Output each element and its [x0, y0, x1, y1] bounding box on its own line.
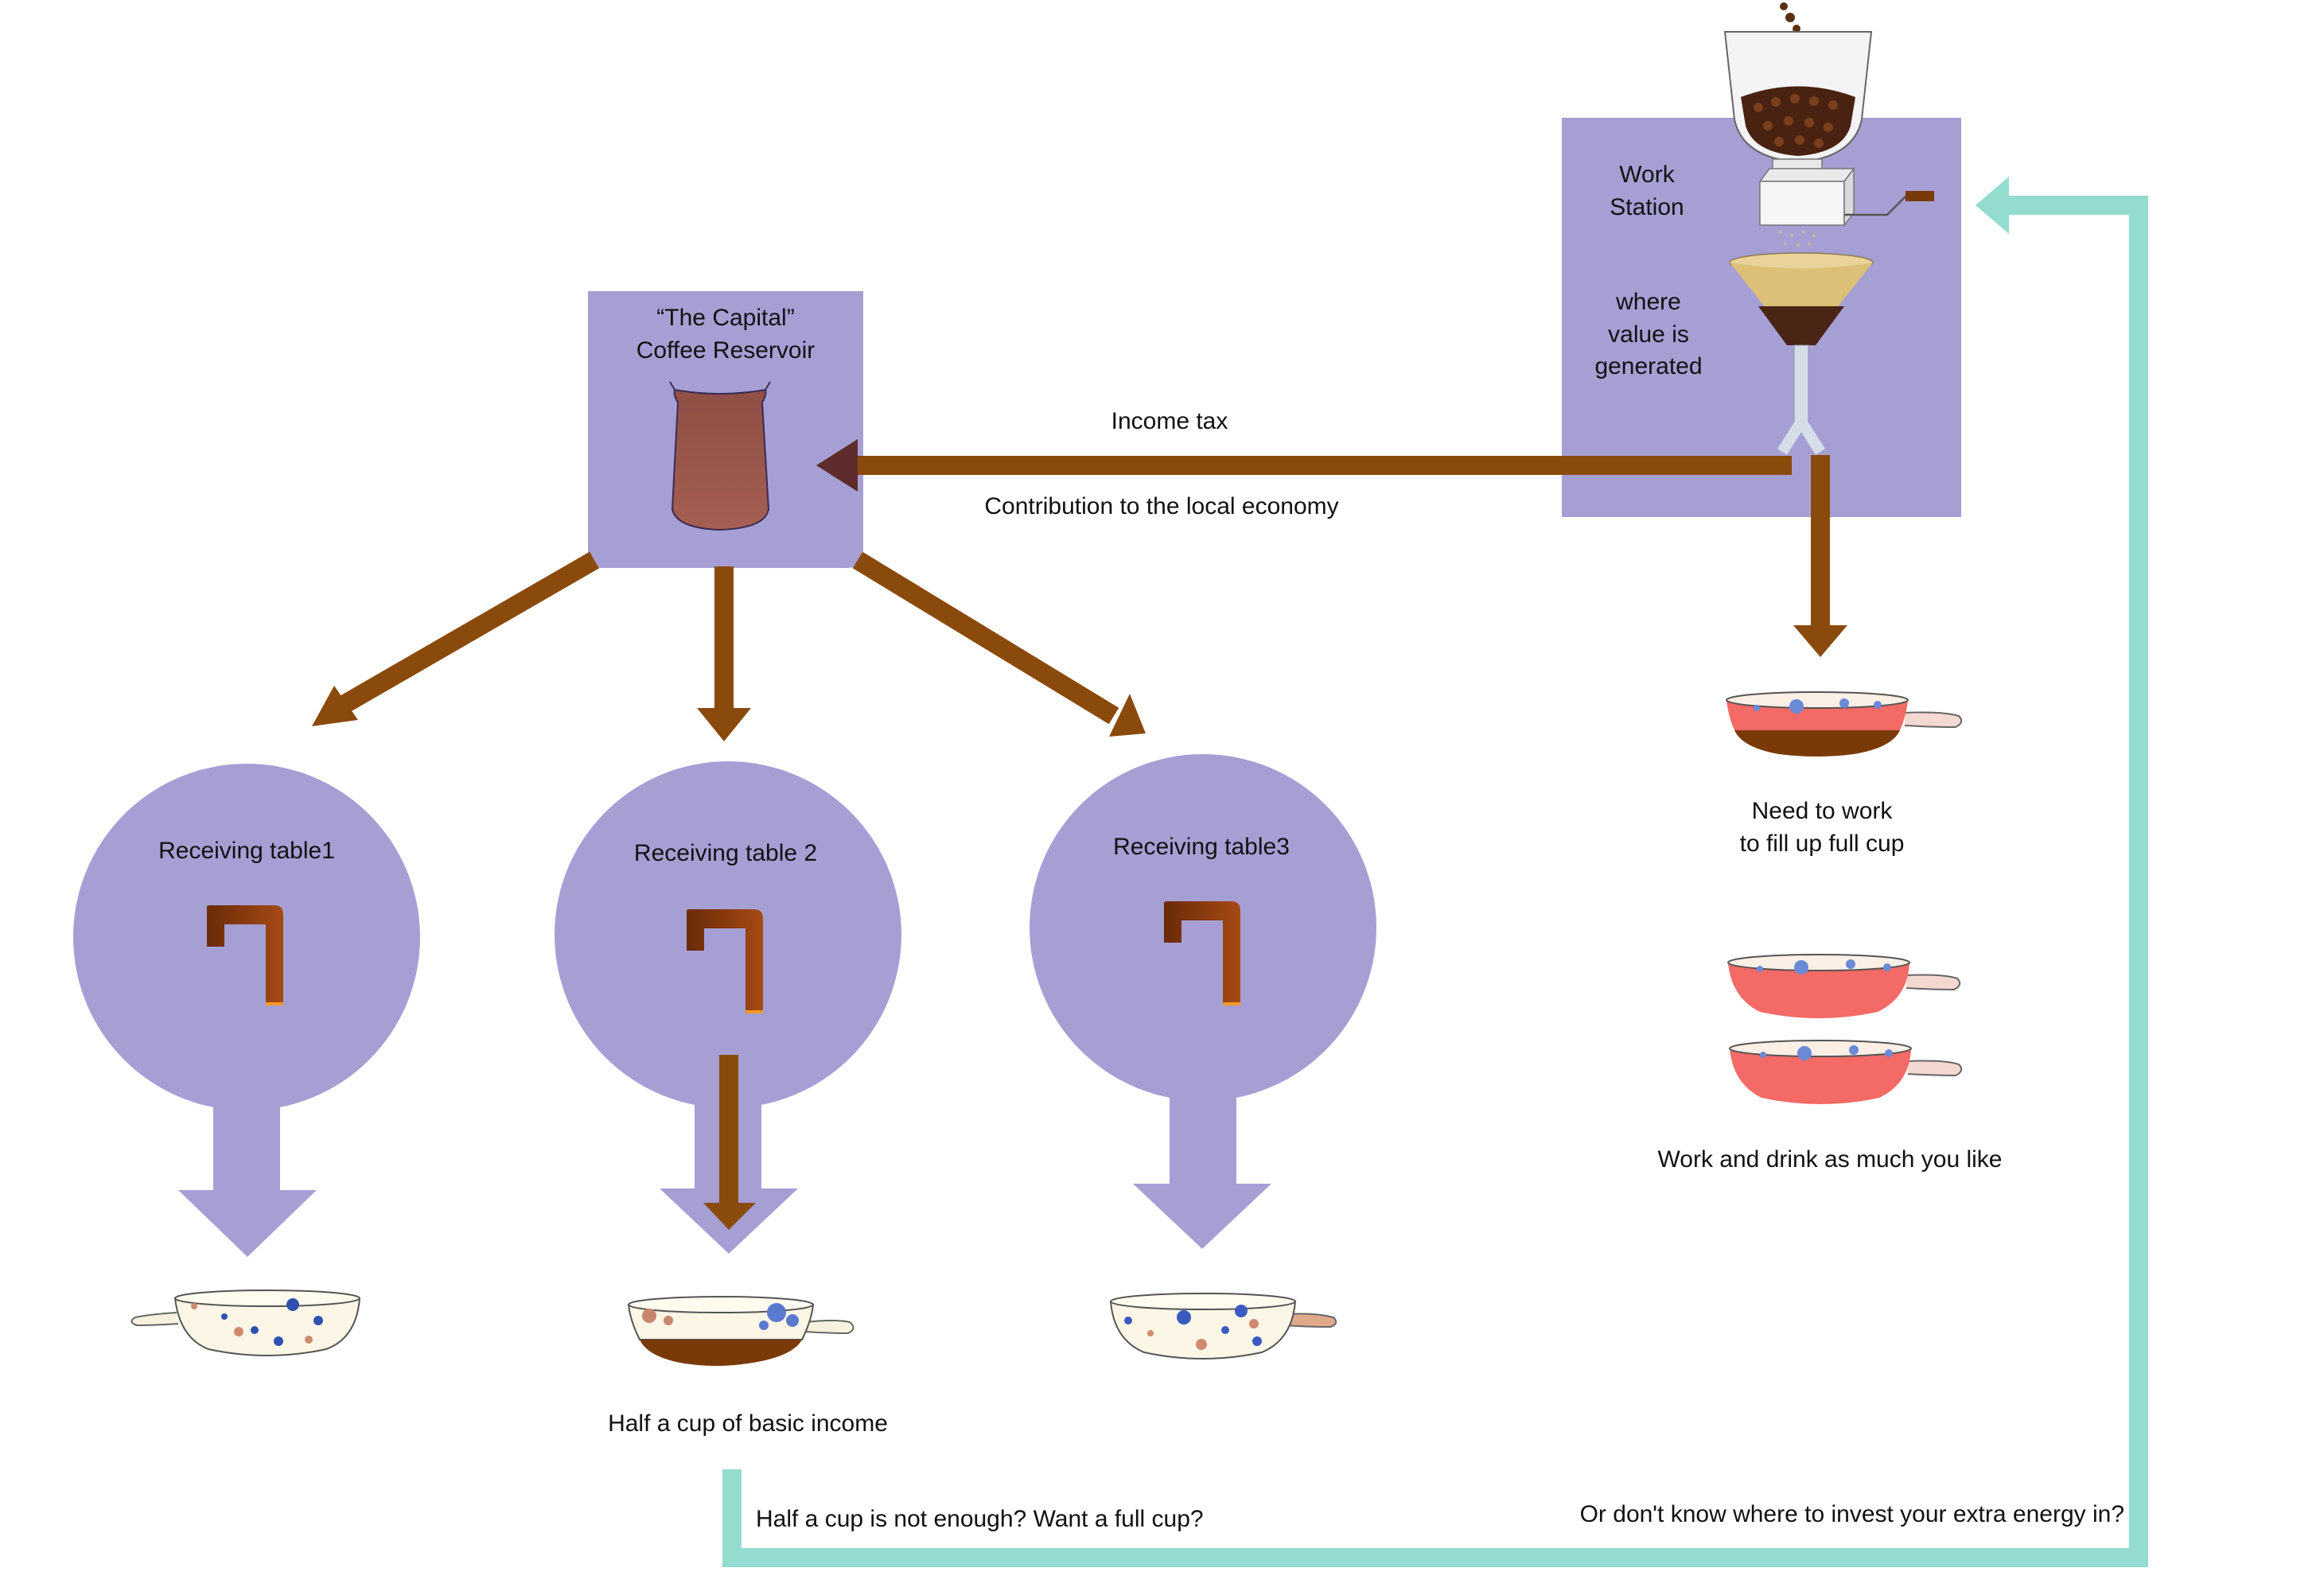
reservoir-jar-icon [671, 388, 770, 531]
empty-cup-1-icon [130, 1290, 361, 1356]
distribution-arrow-2 [697, 566, 751, 741]
empty-cup-3-icon [1109, 1293, 1337, 1360]
income-tax-arrow [816, 439, 1792, 492]
coffee-grinder-icon [1723, 2, 1934, 247]
table-1-label: Receiving table1 [158, 838, 335, 864]
work-station-title: Work Station [1610, 161, 1684, 220]
contribution-label: Contribution to the local economy [984, 493, 1339, 519]
work-and-drink-caption: Work and drink as much you like [1657, 1146, 2003, 1173]
receiving-table-1 [73, 764, 420, 1257]
worker-cup-icon [1726, 691, 1963, 757]
not-enough-caption: Half a cup is not enough? Want a full cu… [756, 1506, 1204, 1532]
work-station-subtitle: where value is generated [1594, 289, 1703, 379]
feedback-loop-arrow [722, 177, 2148, 1567]
full-cup-1-icon [1727, 954, 1961, 1018]
need-to-work-caption: Need to work to fill up full cup [1739, 798, 1905, 857]
full-cup-2-icon [1729, 1040, 1963, 1104]
receiving-table-3 [1030, 754, 1376, 1249]
distribution-arrow-3 [852, 551, 1146, 737]
half-cup-icon [627, 1296, 854, 1366]
receiving-table-2 [555, 761, 901, 1254]
distribution-arrow-1 [312, 551, 599, 726]
table-3-label: Receiving table3 [1113, 834, 1290, 860]
half-cup-caption: Half a cup of basic income [608, 1410, 888, 1437]
income-tax-label: Income tax [1111, 408, 1228, 434]
coffee-filter-icon [1729, 252, 1874, 455]
table-2-label: Receiving table 2 [633, 840, 818, 866]
reservoir-title: “The Capital” Coffee Reservoir [636, 305, 816, 364]
extra-energy-caption: Or don't know where to invest your extra… [1579, 1501, 2124, 1527]
flow-arrow-to-worker-cup [1793, 455, 1847, 657]
